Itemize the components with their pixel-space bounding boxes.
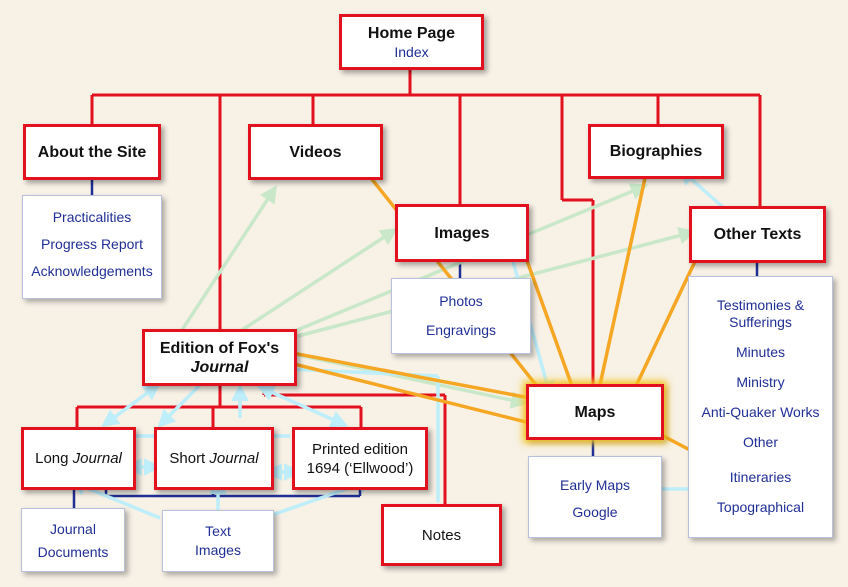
images-subpanel: Photos Engravings	[391, 278, 531, 354]
journal-documents-subpanel: Journal Documents	[21, 508, 125, 572]
images-title: Images	[434, 224, 490, 242]
long-journal-node[interactable]: Long Journal	[21, 427, 136, 490]
other-texts-subpanel: Testimonies & Sufferings Minutes Ministr…	[688, 276, 833, 538]
practicalities-link[interactable]: Practicalities	[52, 209, 132, 225]
anti-quaker-works-link[interactable]: Anti-Quaker Works	[701, 404, 820, 420]
long-journal-label: Long Journal	[35, 449, 122, 468]
maps-title: Maps	[574, 403, 616, 421]
long-journal-em: Journal	[72, 450, 122, 467]
ministry-link[interactable]: Ministry	[736, 374, 785, 390]
printed-edition-line1: Printed edition	[312, 440, 408, 458]
other-link[interactable]: Other	[742, 434, 778, 450]
images-node[interactable]: Images	[395, 204, 529, 262]
short-journal-node[interactable]: Short Journal	[154, 427, 274, 490]
text-images-line2[interactable]: Images	[195, 542, 241, 558]
maps-subpanel: Early Maps Google	[528, 456, 662, 538]
short-journal-em: Journal	[209, 450, 259, 467]
topographical-link[interactable]: Topographical	[716, 499, 805, 515]
early-maps-link[interactable]: Early Maps	[559, 477, 631, 493]
home-page-title: Home Page	[367, 24, 456, 42]
other-texts-title: Other Texts	[713, 226, 802, 243]
about-the-site-title: About the Site	[37, 143, 147, 161]
about-subpanel: Practicalities Progress Report Acknowled…	[22, 195, 162, 299]
edition-journal-node[interactable]: Edition of Fox's Journal	[142, 329, 297, 386]
maps-node[interactable]: Maps	[526, 384, 664, 440]
photos-link[interactable]: Photos	[439, 293, 483, 309]
text-images-line1[interactable]: Text	[205, 523, 231, 539]
text-images-subpanel: Text Images	[162, 510, 274, 572]
orange-arrows	[246, 145, 774, 494]
google-link[interactable]: Google	[572, 504, 618, 520]
journal-documents-line2[interactable]: Documents	[37, 544, 109, 560]
biographies-node[interactable]: Biographies	[588, 124, 724, 179]
index-link[interactable]: Index	[394, 43, 429, 60]
printed-edition-line2: 1694 (‘Ellwood’)	[306, 459, 414, 477]
long-journal-pre: Long	[35, 450, 69, 467]
itineraries-link[interactable]: Itineraries	[729, 469, 792, 485]
edition-title-line2: Journal	[190, 358, 249, 376]
acknowledgements-link[interactable]: Acknowledgements	[31, 263, 153, 279]
about-the-site-node[interactable]: About the Site	[23, 124, 161, 180]
short-journal-label: Short Journal	[169, 449, 258, 468]
videos-title: Videos	[289, 143, 342, 161]
edition-title-line1: Edition of Fox's	[159, 339, 280, 357]
biographies-title: Biographies	[609, 143, 703, 160]
journal-documents-line1[interactable]: Journal	[50, 521, 96, 537]
progress-report-link[interactable]: Progress Report	[41, 236, 143, 252]
videos-node[interactable]: Videos	[248, 124, 383, 180]
short-journal-pre: Short	[169, 450, 206, 467]
testimonies-link[interactable]: Testimonies & Sufferings	[716, 297, 805, 330]
notes-node[interactable]: Notes	[381, 504, 502, 566]
minutes-link[interactable]: Minutes	[735, 344, 786, 360]
notes-title: Notes	[421, 526, 462, 544]
printed-edition-node[interactable]: Printed edition 1694 (‘Ellwood’)	[292, 427, 428, 490]
engravings-link[interactable]: Engravings	[425, 322, 497, 338]
other-texts-node[interactable]: Other Texts	[689, 206, 826, 263]
home-page-node[interactable]: Home Page Index	[339, 14, 484, 70]
